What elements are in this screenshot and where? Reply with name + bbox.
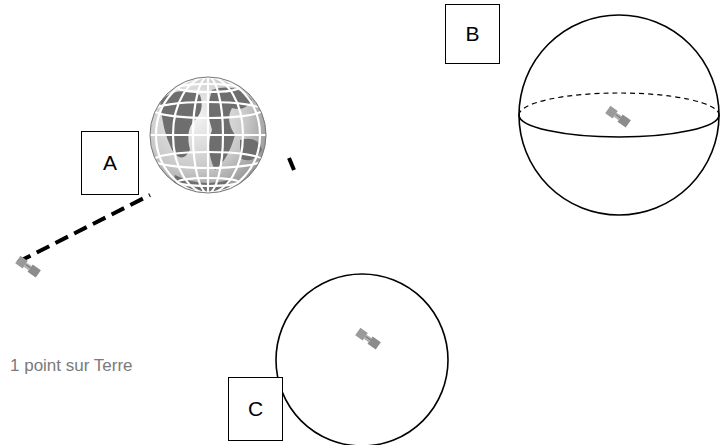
letter-box: A — [81, 131, 139, 195]
letter-label: A — [103, 151, 117, 175]
sight-line — [18, 195, 150, 262]
satellite-icon — [355, 328, 381, 350]
letter-box: B — [445, 4, 500, 64]
sphere — [519, 15, 719, 215]
letter-label: B — [465, 22, 479, 46]
satellite-icon — [15, 256, 41, 278]
earth-globe — [150, 77, 266, 200]
letter-label: C — [248, 397, 263, 421]
note-text: 1 point sur Terre — [10, 356, 133, 376]
satellite-icon — [605, 106, 631, 128]
sight-line-end — [289, 158, 294, 170]
circle — [276, 274, 448, 445]
letter-box: C — [228, 377, 283, 441]
